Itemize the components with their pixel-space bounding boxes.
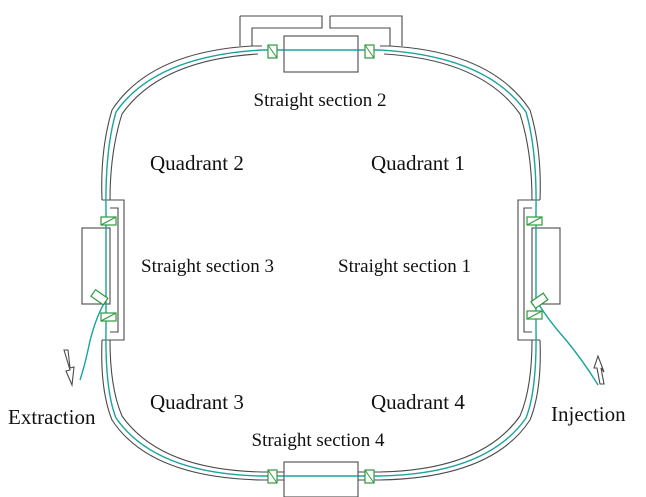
label-straight-section-3: Straight section 3 bbox=[141, 256, 274, 277]
label-extraction: Extraction bbox=[8, 405, 96, 429]
label-quadrant-3: Quadrant 3 bbox=[150, 390, 244, 414]
label-straight-section-1: Straight section 1 bbox=[338, 256, 471, 277]
label-quadrant-1: Quadrant 1 bbox=[371, 151, 465, 175]
label-quadrant-4: Quadrant 4 bbox=[371, 390, 465, 414]
magnet-right-septum bbox=[530, 292, 549, 310]
label-straight-section-4: Straight section 4 bbox=[252, 430, 385, 451]
label-injection: Injection bbox=[551, 402, 626, 426]
straight-section-2-cavity bbox=[283, 35, 359, 73]
ring-walls bbox=[101, 45, 541, 481]
extraction-arrow bbox=[63, 349, 75, 388]
label-quadrant-2: Quadrant 2 bbox=[150, 151, 244, 175]
top-chamber bbox=[239, 15, 403, 46]
magnet-left-septum bbox=[90, 288, 109, 306]
label-straight-section-2: Straight section 2 bbox=[254, 90, 387, 111]
straight-section-4-cavity bbox=[283, 461, 359, 497]
magnets bbox=[90, 44, 549, 484]
injection-arrow bbox=[593, 354, 605, 385]
